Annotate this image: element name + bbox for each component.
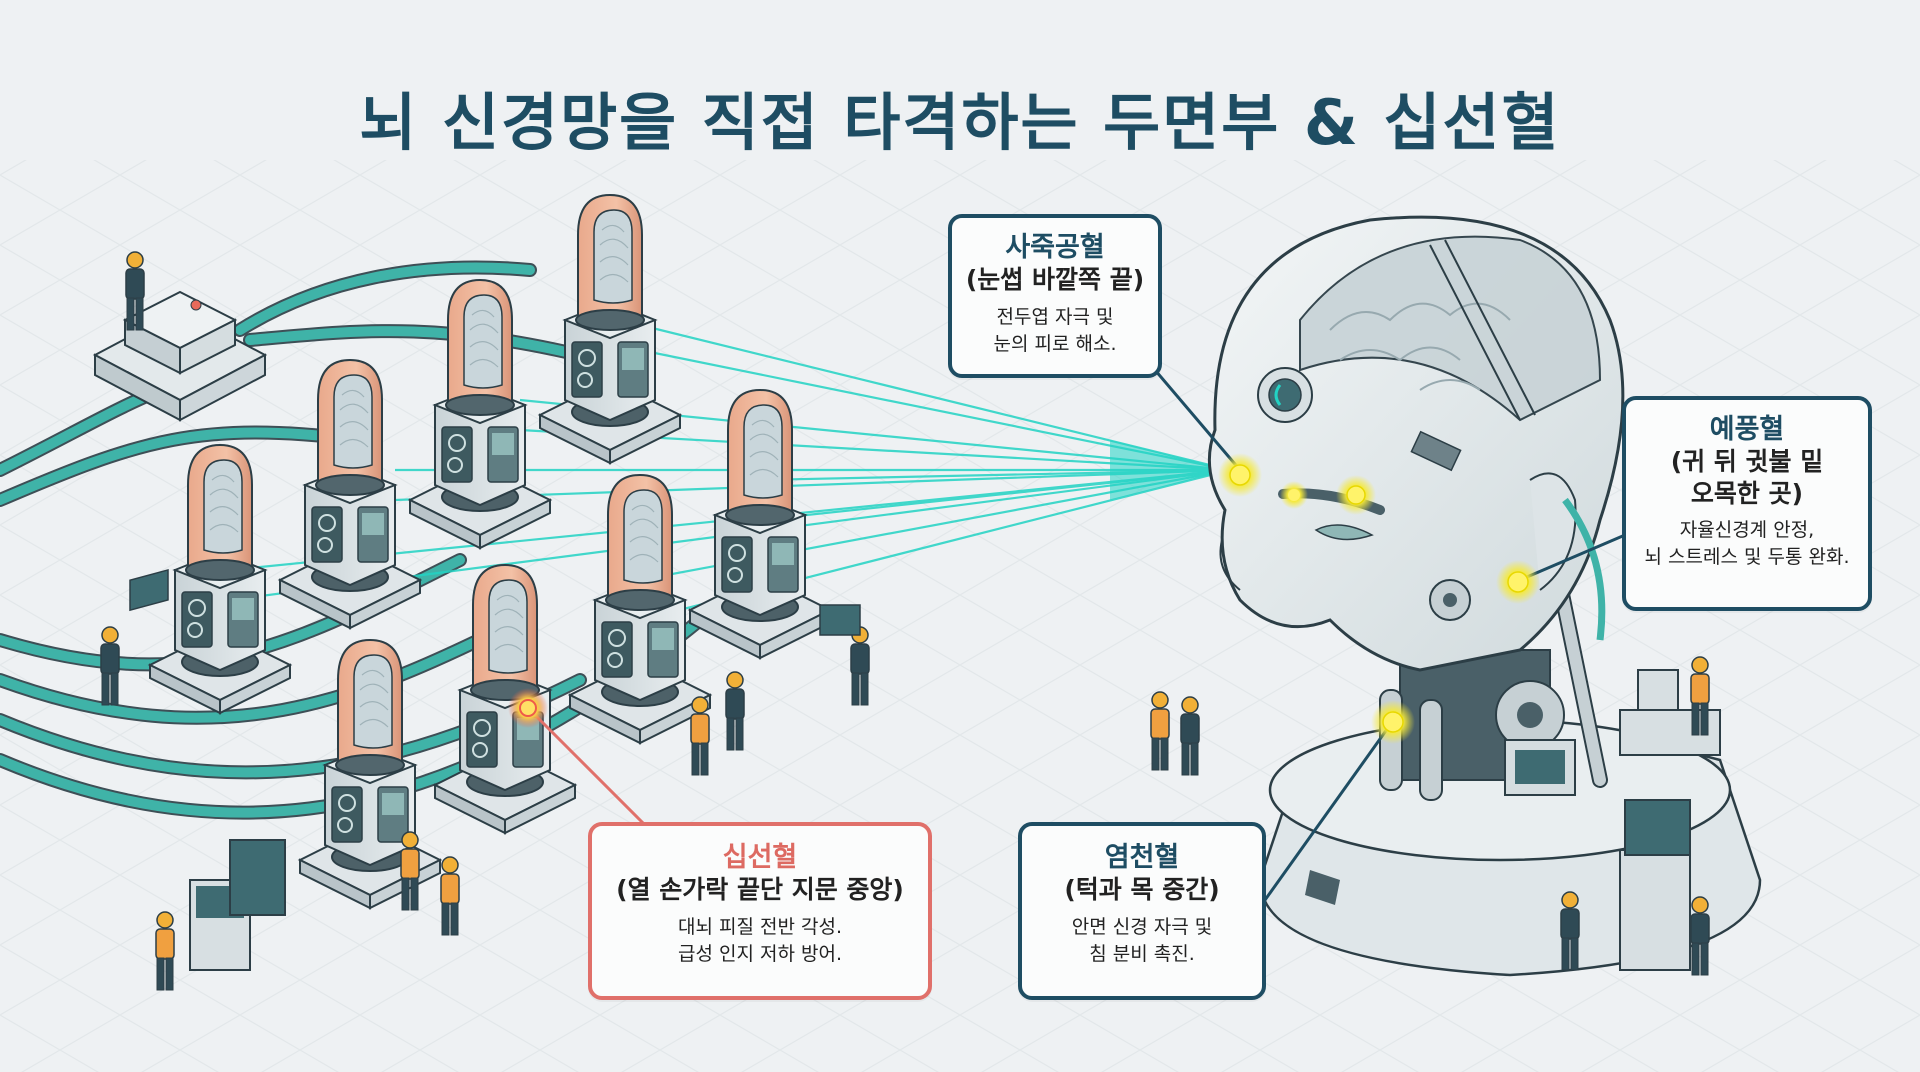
page-title: 뇌 신경망을 직접 타격하는 두면부 & 십선혈	[359, 86, 1561, 159]
callout-sajukgong: 사죽공혈 (눈썹 바깥쪽 끝) 전두엽 자극 및 눈의 피로 해소.	[948, 214, 1162, 378]
acupoint-location: (턱과 목 중간)	[1064, 875, 1220, 905]
acupoint-name: 염천혈	[1104, 842, 1180, 873]
description-line: 뇌 스트레스 및 두통 완화.	[1644, 546, 1850, 569]
robot-head	[1207, 215, 1625, 672]
control-station	[92, 251, 268, 422]
description-line: 눈의 피로 해소.	[993, 333, 1117, 356]
callout-sipseon: 십선혈 (열 손가락 끝단 지문 중앙) 대뇌 피질 전반 각성. 급성 인지 …	[588, 822, 932, 1000]
acupoint-description: 대뇌 피질 전반 각성. 급성 인지 저하 방어.	[592, 914, 928, 969]
callout-yepung: 예풍혈 (귀 뒤 귓불 밑 오목한 곳) 자율신경계 안정, 뇌 스트레스 및 …	[1622, 396, 1872, 611]
location-line: (귀 뒤 귓불 밑	[1670, 447, 1824, 477]
description-line: 대뇌 피질 전반 각성.	[678, 915, 842, 938]
acupoint-location: (귀 뒤 귓불 밑 오목한 곳)	[1626, 446, 1868, 509]
workers-left	[100, 569, 870, 991]
workers-right	[1150, 656, 1721, 976]
acupoint-description: 자율신경계 안정, 뇌 스트레스 및 두통 완화.	[1626, 517, 1868, 572]
callout-yeomcheon: 염천혈 (턱과 목 중간) 안면 신경 자극 및 침 분비 촉진.	[1018, 822, 1266, 1000]
description-line: 전두엽 자극 및	[996, 305, 1114, 328]
acupoint-name: 예풍혈	[1709, 414, 1785, 445]
acupoint-location: (열 손가락 끝단 지문 중앙)	[616, 875, 904, 905]
acupoint-description: 전두엽 자극 및 눈의 피로 해소.	[952, 304, 1158, 359]
location-line: 오목한 곳)	[1690, 478, 1804, 508]
description-line: 자율신경계 안정,	[1679, 518, 1815, 541]
fingertip-modules	[149, 194, 831, 909]
acupoint-description: 안면 신경 자극 및 침 분비 촉진.	[1022, 914, 1262, 969]
description-line: 안면 신경 자극 및	[1071, 915, 1213, 938]
description-line: 침 분비 촉진.	[1089, 943, 1195, 966]
description-line: 급성 인지 저하 방어.	[678, 943, 842, 966]
robot-pedestal	[1258, 552, 1762, 977]
acupoint-location: (눈썹 바깥쪽 끝)	[965, 265, 1145, 295]
acupoint-name: 십선혈	[722, 842, 798, 873]
acupoint-name: 사죽공혈	[1005, 232, 1105, 263]
acupoint-markers	[1218, 453, 1540, 744]
